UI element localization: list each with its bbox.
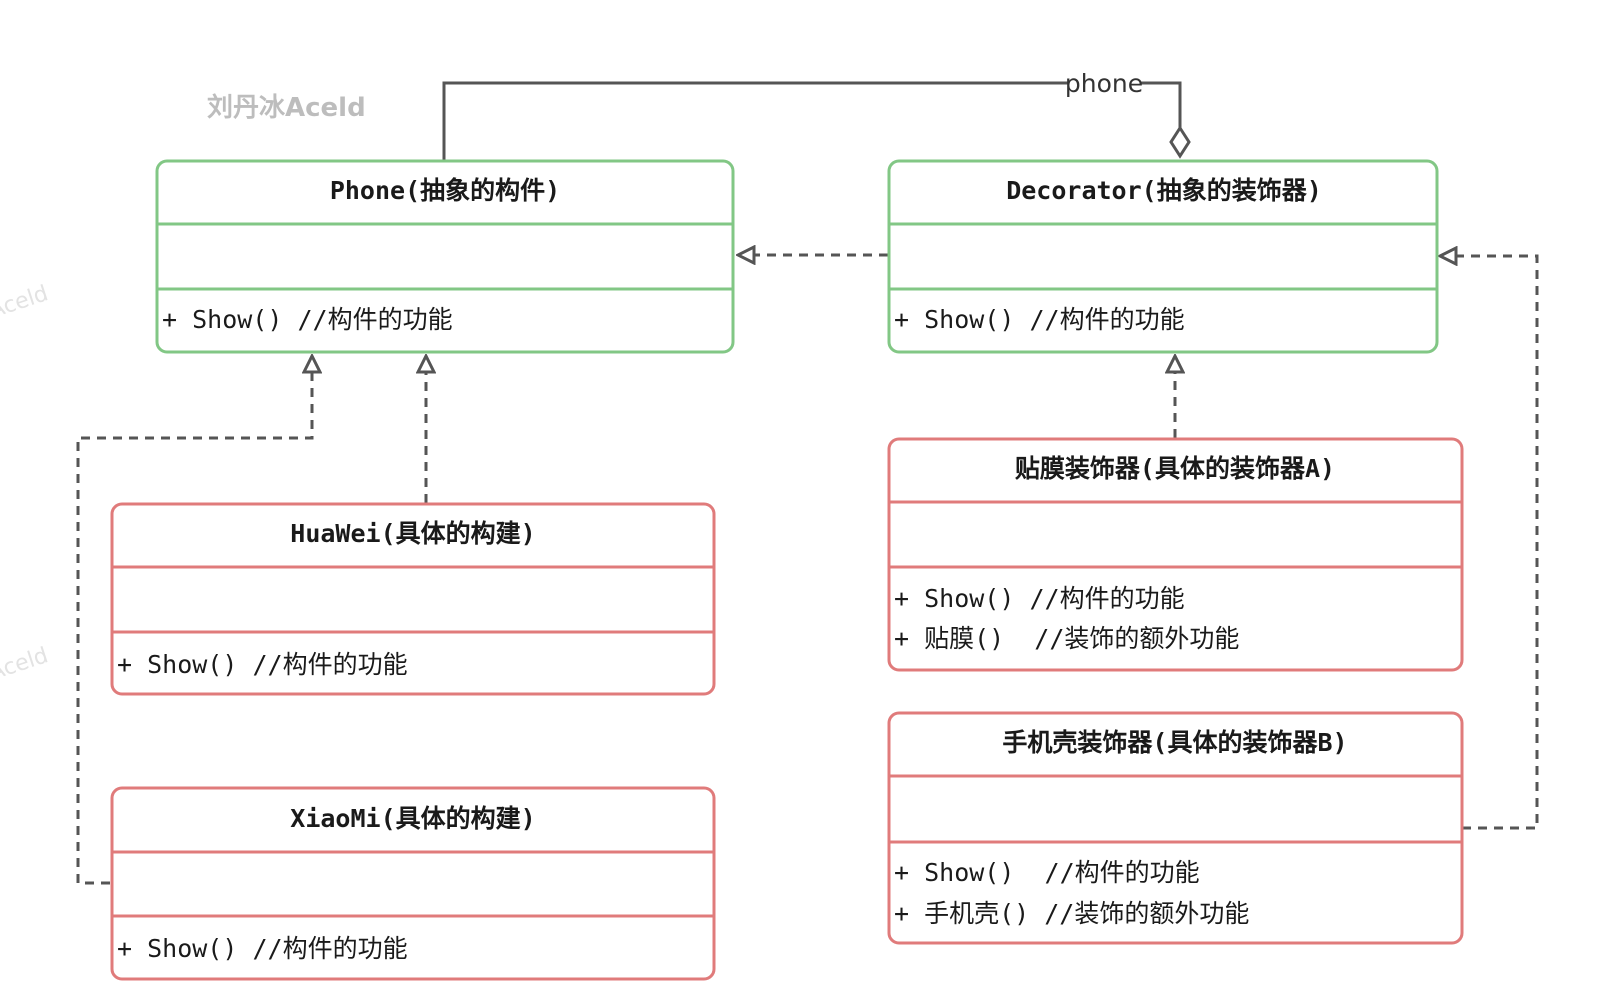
xiaomi-implements-phone	[76, 356, 312, 885]
aggregation-line-right	[1140, 81, 1182, 128]
class-decorator-b-method-1: + Show() //构件的功能	[894, 858, 1200, 887]
watermark-faint-2: Aceld	[0, 643, 51, 685]
class-xiaomi-title: XiaoMi(具体的构建)	[290, 804, 535, 833]
class-huawei-title: HuaWei(具体的构建)	[290, 519, 535, 548]
aggregation-diamond	[1169, 125, 1191, 159]
class-decorator-b: 手机壳装饰器(具体的装饰器B) + Show() //构件的功能 + 手机壳()…	[887, 711, 1464, 945]
aggregation-phone: phone	[442, 69, 1191, 160]
class-decorator: Decorator(抽象的装饰器) + Show() //构件的功能	[887, 159, 1439, 354]
watermark: 刘丹冰Aceld	[207, 93, 366, 123]
class-decorator-title: Decorator(抽象的装饰器)	[1006, 176, 1322, 205]
class-decorator-a-method-1: + Show() //构件的功能	[894, 584, 1185, 613]
class-decorator-a: 贴膜装饰器(具体的装饰器A) + Show() //构件的功能 + 贴膜() /…	[887, 437, 1464, 672]
class-decorator-method-1: + Show() //构件的功能	[894, 305, 1185, 334]
class-phone-method-1: + Show() //构件的功能	[162, 305, 453, 334]
class-huawei: HuaWei(具体的构建) + Show() //构件的功能	[110, 502, 716, 696]
decorator-b-extends-decorator	[1440, 256, 1539, 830]
class-phone: Phone(抽象的构件) + Show() //构件的功能	[155, 159, 735, 354]
aggregation-line-left	[442, 81, 1068, 160]
class-decorator-a-method-2: + 贴膜() //装饰的额外功能	[894, 624, 1239, 653]
class-decorator-b-method-2: + 手机壳() //装饰的额外功能	[894, 899, 1249, 928]
class-decorator-a-title: 贴膜装饰器(具体的装饰器A)	[1015, 454, 1335, 483]
watermark-faint-1: Aceld	[0, 281, 51, 323]
aggregation-label: phone	[1065, 69, 1143, 98]
class-decorator-b-title: 手机壳装饰器(具体的装饰器B)	[1002, 728, 1347, 757]
class-huawei-method-1: + Show() //构件的功能	[117, 650, 408, 679]
class-xiaomi-method-1: + Show() //构件的功能	[117, 934, 408, 963]
class-phone-title: Phone(抽象的构件)	[330, 176, 560, 205]
class-xiaomi: XiaoMi(具体的构建) + Show() //构件的功能	[110, 786, 716, 981]
